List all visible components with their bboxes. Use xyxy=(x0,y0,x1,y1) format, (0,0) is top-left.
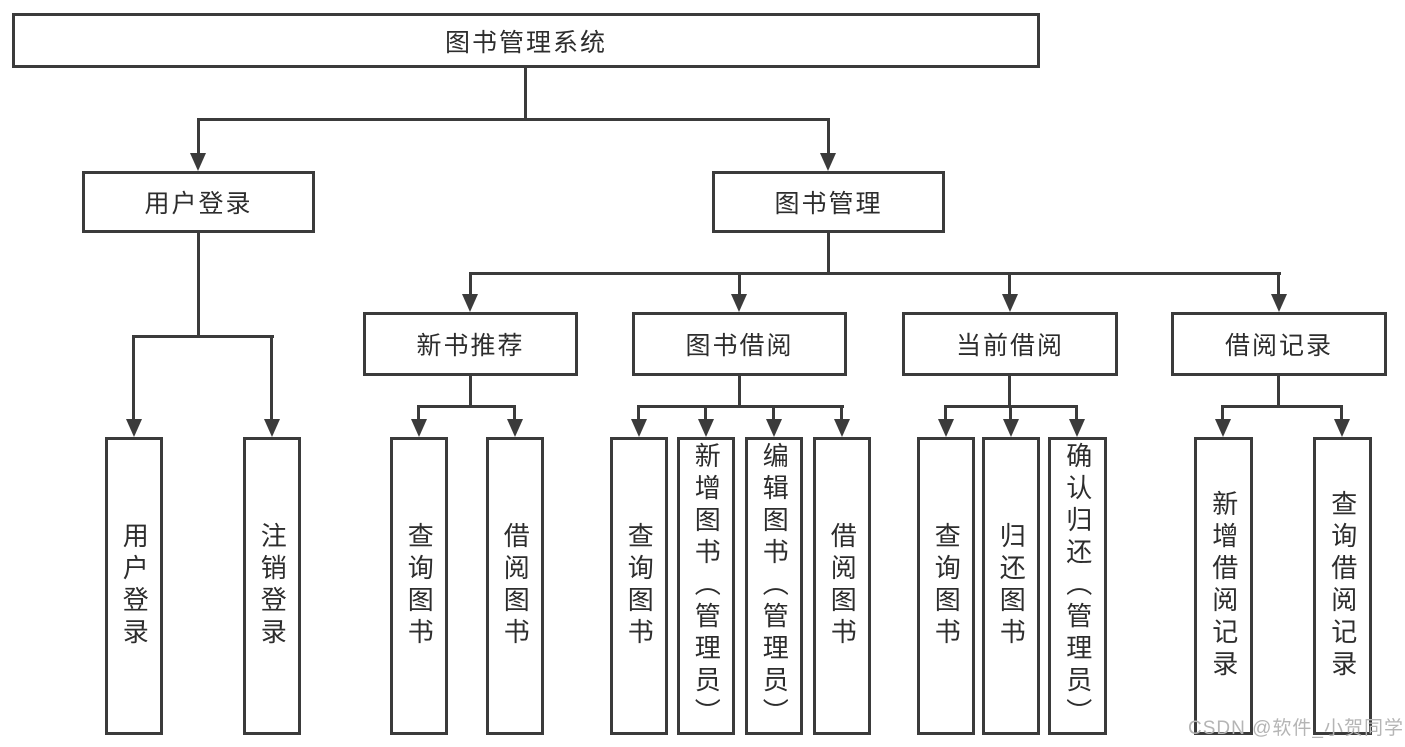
leaf-label: 编辑图书（管理员） xyxy=(759,442,790,730)
node-label: 新书推荐 xyxy=(416,332,525,360)
leaf-borrow-books-recommend: 借阅图书 xyxy=(486,437,544,735)
node-book-management: 图书管理 xyxy=(712,171,945,233)
leaf-label: 新增图书（管理员） xyxy=(691,442,722,730)
leaf-label: 确认归还（管理员） xyxy=(1062,442,1093,730)
arrowhead-down xyxy=(1215,419,1231,437)
leaf-add-borrow-record: 新增借阅记录 xyxy=(1194,437,1253,735)
arrowhead-down xyxy=(126,419,142,437)
connector-line xyxy=(1277,272,1280,296)
connector-line xyxy=(417,405,420,421)
leaf-label: 用户登录 xyxy=(119,522,150,650)
leaf-label: 查询借阅记录 xyxy=(1327,490,1358,682)
node-current-borrowing: 当前借阅 xyxy=(902,312,1118,376)
connector-line xyxy=(1008,272,1011,296)
leaf-confirm-return-admin: 确认归还（管理员） xyxy=(1048,437,1107,735)
leaf-user-login: 用户登录 xyxy=(105,437,163,735)
connector-line xyxy=(513,405,516,421)
connector-line xyxy=(738,376,741,405)
arrowhead-down xyxy=(731,294,747,312)
node-label: 借阅记录 xyxy=(1224,332,1333,360)
node-label: 图书管理 xyxy=(774,190,883,218)
leaf-edit-books-admin: 编辑图书（管理员） xyxy=(745,437,803,735)
leaf-label: 查询图书 xyxy=(404,522,435,650)
watermark: CSDN @软件_小贺同学 xyxy=(1188,718,1404,739)
arrowhead-down xyxy=(507,419,523,437)
arrowhead-down xyxy=(1271,294,1287,312)
leaf-label: 新增借阅记录 xyxy=(1208,490,1239,682)
connector-line xyxy=(270,335,273,421)
connector-line xyxy=(772,405,775,421)
node-borrowing-records: 借阅记录 xyxy=(1171,312,1387,376)
connector-line xyxy=(469,272,1281,275)
node-book-borrowing: 图书借阅 xyxy=(632,312,847,376)
connector-line xyxy=(637,405,640,421)
node-new-book-recommend: 新书推荐 xyxy=(363,312,578,376)
leaf-label: 借阅图书 xyxy=(500,522,531,650)
arrowhead-down xyxy=(820,153,836,171)
connector-line xyxy=(1221,405,1224,421)
leaf-query-books-recommend: 查询图书 xyxy=(390,437,448,735)
node-root-label: 图书管理系统 xyxy=(444,28,607,57)
leaf-label: 注销登录 xyxy=(257,522,288,650)
arrowhead-down xyxy=(938,419,954,437)
arrowhead-down xyxy=(411,419,427,437)
arrowhead-down xyxy=(190,153,206,171)
leaf-label: 归还图书 xyxy=(996,522,1027,650)
arrowhead-down xyxy=(631,419,647,437)
node-label: 用户登录 xyxy=(144,190,253,218)
arrowhead-down xyxy=(1334,419,1350,437)
connector-line xyxy=(840,405,843,421)
node-root-system: 图书管理系统 xyxy=(12,13,1040,68)
connector-line xyxy=(132,335,274,338)
connector-line xyxy=(417,405,516,408)
connector-line xyxy=(1075,405,1078,421)
connector-line xyxy=(637,405,844,408)
node-user-login: 用户登录 xyxy=(82,171,315,233)
connector-line xyxy=(827,233,830,272)
connector-line xyxy=(738,272,741,296)
leaf-query-books-current: 查询图书 xyxy=(917,437,975,735)
connector-line xyxy=(1221,405,1343,408)
leaf-logout: 注销登录 xyxy=(243,437,301,735)
arrowhead-down xyxy=(264,419,280,437)
leaf-label: 查询图书 xyxy=(624,522,655,650)
leaf-label: 查询图书 xyxy=(931,522,962,650)
connector-line xyxy=(1008,376,1011,405)
arrowhead-down xyxy=(698,419,714,437)
connector-line xyxy=(1340,405,1343,421)
connector-line xyxy=(704,405,707,421)
arrowhead-down xyxy=(766,419,782,437)
arrowhead-down xyxy=(1003,419,1019,437)
connector-line xyxy=(1009,405,1012,421)
arrowhead-down xyxy=(1069,419,1085,437)
arrowhead-down xyxy=(1002,294,1018,312)
leaf-add-books-admin: 新增图书（管理员） xyxy=(677,437,735,735)
connector-line xyxy=(944,405,947,421)
arrowhead-down xyxy=(462,294,478,312)
leaf-return-books: 归还图书 xyxy=(982,437,1040,735)
connector-line xyxy=(132,335,135,421)
node-label: 图书借阅 xyxy=(685,332,794,360)
connector-line xyxy=(197,233,200,335)
leaf-borrow-books: 借阅图书 xyxy=(813,437,871,735)
arrowhead-down xyxy=(834,419,850,437)
connector-line xyxy=(469,376,472,405)
connector-line xyxy=(197,118,200,156)
leaf-query-borrow-record: 查询借阅记录 xyxy=(1313,437,1372,735)
connector-line xyxy=(197,118,830,121)
connector-line xyxy=(524,68,527,118)
connector-line xyxy=(469,272,472,296)
node-label: 当前借阅 xyxy=(955,332,1064,360)
connector-line xyxy=(827,118,830,156)
leaf-query-books-borrow: 查询图书 xyxy=(610,437,668,735)
leaf-label: 借阅图书 xyxy=(827,522,858,650)
connector-line xyxy=(1277,376,1280,405)
